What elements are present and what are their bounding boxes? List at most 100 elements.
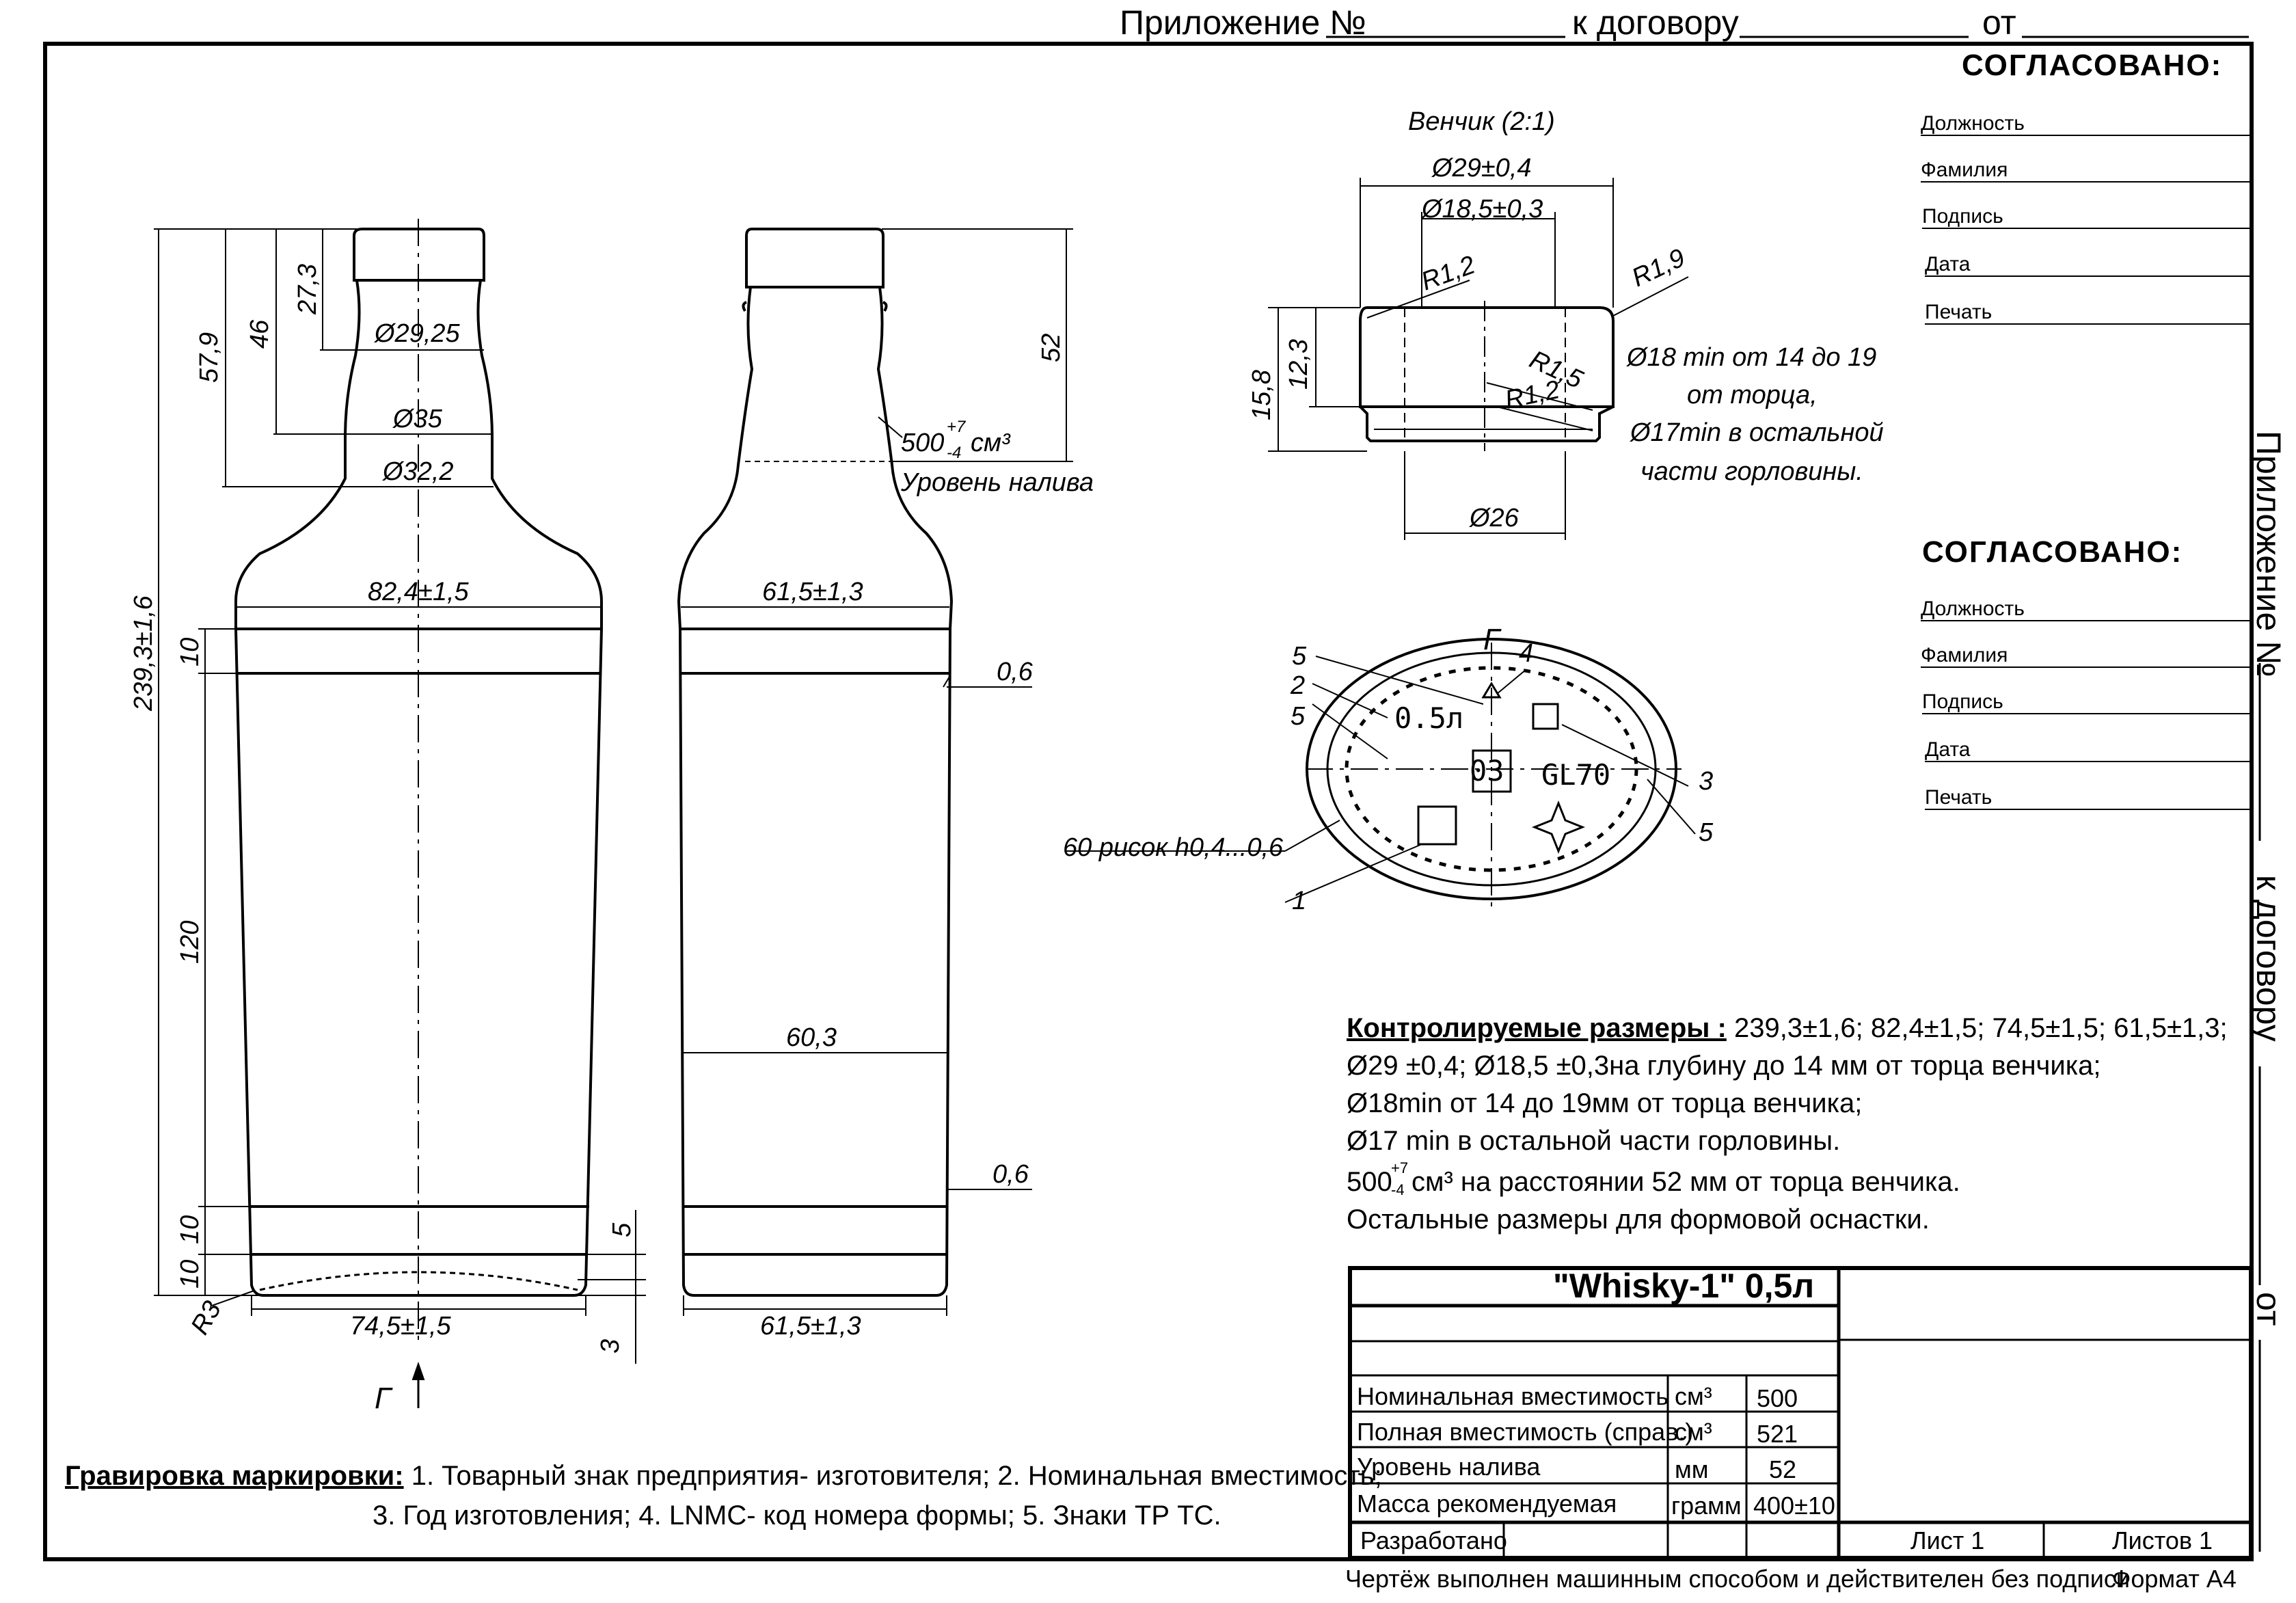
dim-d26: Ø26: [1468, 504, 1520, 533]
fill-level-label: Уровень налива: [900, 468, 1094, 497]
controlled-vol-dn: -4: [1391, 1181, 1405, 1198]
finish-detail-dimensions: [1268, 178, 1689, 540]
dim-10b: 10: [176, 1215, 204, 1244]
dim-52: 52: [1037, 334, 1066, 362]
controlled-line-5: см³ на расстоянии 52 мм от торца венчика…: [1412, 1167, 1960, 1197]
approval-field: Печать: [1925, 786, 1992, 809]
callout-5c: 5: [1699, 818, 1714, 847]
svg-text:Контролируемые размеры : 239,3: Контролируемые размеры : 239,3±1,6; 82,4…: [1347, 1013, 2228, 1043]
emboss-volume: 0.5л: [1394, 701, 1463, 735]
engraving-line-1: 1. Товарный знак предприятия- изготовите…: [404, 1461, 1382, 1491]
approval-title: СОГЛАСОВАНО:: [1962, 49, 2222, 82]
row-label: Полная вместимость (справ.): [1357, 1418, 1693, 1446]
approval-field: Подпись: [1922, 205, 2003, 228]
bottom-view: [1306, 638, 1682, 909]
dim-57-9: 57,9: [195, 332, 224, 383]
row-unit: см³: [1675, 1382, 1712, 1410]
approval-field: Фамилия: [1921, 159, 2008, 181]
dim-27-3: 27,3: [293, 264, 322, 315]
header-from: от: [1982, 3, 2016, 42]
row-value: 400±10: [1753, 1492, 1835, 1520]
svg-text:Гравировка маркировки: 1. Това: Гравировка маркировки: 1. Товарный знак …: [65, 1461, 1382, 1491]
footer-note: Чертёж выполнен машинным способом и дейс…: [1345, 1565, 2130, 1593]
side-view: [677, 228, 954, 1297]
stipple-note: 60 рисок h0,4...0,6: [1063, 833, 1284, 862]
header-appendix: Приложение №: [1120, 3, 1366, 42]
callout-1: 1: [1292, 887, 1306, 915]
row-value: 500: [1757, 1384, 1798, 1412]
product-name: "Whisky-1" 0,5л: [1553, 1267, 1814, 1305]
dim-61-5-top: 61,5±1,3: [762, 578, 863, 606]
fill-tol-dn: -4: [947, 444, 961, 462]
side-header: Приложение № к договору от: [2250, 431, 2288, 1552]
callout-5b: 5: [1291, 702, 1306, 731]
dim-d29: Ø29±0,4: [1431, 154, 1532, 183]
header-contract: к договору: [1572, 3, 1739, 42]
engraving-heading: Гравировка маркировки:: [65, 1461, 404, 1491]
section-mark-g: Г: [375, 1382, 393, 1415]
top-header: Приложение № к договору от: [1120, 3, 2249, 42]
approval-field: Должность: [1921, 112, 2025, 135]
row-label: Номинальная вместимость: [1357, 1382, 1669, 1410]
dim-d18-5: Ø18,5±0,3: [1420, 195, 1543, 224]
side-view-labels: 52 500 +7 -4 см³ Уровень налива 61,5±1,3…: [760, 334, 1094, 1341]
dim-total-height: 239,3±1,6: [129, 595, 158, 712]
fill-volume: 500: [901, 429, 944, 457]
callout-5a: 5: [1292, 642, 1307, 671]
callout-3: 3: [1699, 767, 1713, 796]
dim-3: 3: [596, 1339, 625, 1353]
dim-d29-25: Ø29,25: [373, 319, 461, 348]
dim-120: 120: [176, 921, 204, 964]
controlled-vol-up: +7: [1391, 1159, 1408, 1176]
side-view-dimensions: [681, 228, 1073, 1316]
approval-field: Дата: [1925, 738, 1971, 761]
controlled-line-2: Ø29 ±0,4; Ø18,5 ±0,3на глубину до 14 мм …: [1347, 1051, 2101, 1081]
row-label: Масса рекомендуемая: [1357, 1490, 1617, 1518]
dim-74-5: 74,5±1,5: [350, 1312, 452, 1341]
engraving-note: Гравировка маркировки: 1. Товарный знак …: [65, 1461, 1382, 1531]
approval-block-2: СОГЛАСОВАНО: Должность Фамилия Подпись Д…: [1921, 535, 2252, 810]
approval-field: Должность: [1921, 597, 2025, 620]
dim-12-3: 12,3: [1284, 339, 1313, 390]
fill-unit: см³: [971, 429, 1011, 457]
dim-0-6-top: 0,6: [997, 658, 1034, 686]
dim-r1-2b: R1,2: [1502, 375, 1562, 415]
bottom-section-mark: Г: [1483, 623, 1502, 656]
row-unit: см³: [1675, 1418, 1712, 1446]
dim-5: 5: [608, 1222, 636, 1237]
side-appendix: Приложение №: [2250, 431, 2288, 677]
dim-r1-9: R1,9: [1628, 243, 1690, 293]
bottom-view-leaders: [1066, 656, 1696, 903]
approval-field: Дата: [1925, 253, 1971, 275]
finish-note-1: Ø18 min от 14 до 19: [1625, 343, 1876, 372]
row-unit: мм: [1675, 1455, 1709, 1483]
dim-10c: 10: [176, 1260, 204, 1289]
dim-15-8: 15,8: [1247, 370, 1276, 420]
dim-46: 46: [245, 319, 274, 349]
controlled-line-6: Остальные размеры для формовой оснастки.: [1347, 1204, 1930, 1235]
dim-10a: 10: [176, 638, 204, 666]
dim-d32-2: Ø32,2: [381, 457, 454, 486]
controlled-line-3: Ø18min от 14 до 19мм от торца венчика;: [1347, 1088, 1862, 1118]
title-block: [1348, 1266, 2253, 1560]
sheets-label: Листов 1: [2112, 1526, 2213, 1554]
controlled-line-1: 239,3±1,6; 82,4±1,5; 74,5±1,5; 61,5±1,3;: [1727, 1013, 2228, 1043]
finish-note-2: от торца,: [1687, 381, 1818, 409]
format-label: Формат А4: [2112, 1565, 2237, 1593]
drawing-frame: [43, 42, 2254, 1561]
side-from: от: [2250, 1292, 2288, 1326]
controlled-heading: Контролируемые размеры :: [1347, 1013, 1727, 1043]
front-view: [234, 219, 603, 1340]
finish-note-4: части горловины.: [1640, 457, 1863, 486]
emboss-code: GL70: [1541, 758, 1610, 792]
bottom-view-labels: Г 5 2 5 4 3 5 1 60 рисок h0,4...0,6 0.5л…: [1063, 623, 1714, 915]
sheet-label: Лист 1: [1910, 1526, 1984, 1554]
approval-title: СОГЛАСОВАНО:: [1922, 535, 2183, 569]
finish-detail: [1359, 301, 1615, 451]
approval-field: Печать: [1925, 301, 1992, 323]
controlled-dimensions: Контролируемые размеры : 239,3±1,6; 82,4…: [1347, 1013, 2228, 1235]
dim-61-5-bottom: 61,5±1,3: [760, 1312, 861, 1341]
approval-field: Подпись: [1922, 690, 2003, 713]
row-value: 521: [1757, 1420, 1798, 1448]
